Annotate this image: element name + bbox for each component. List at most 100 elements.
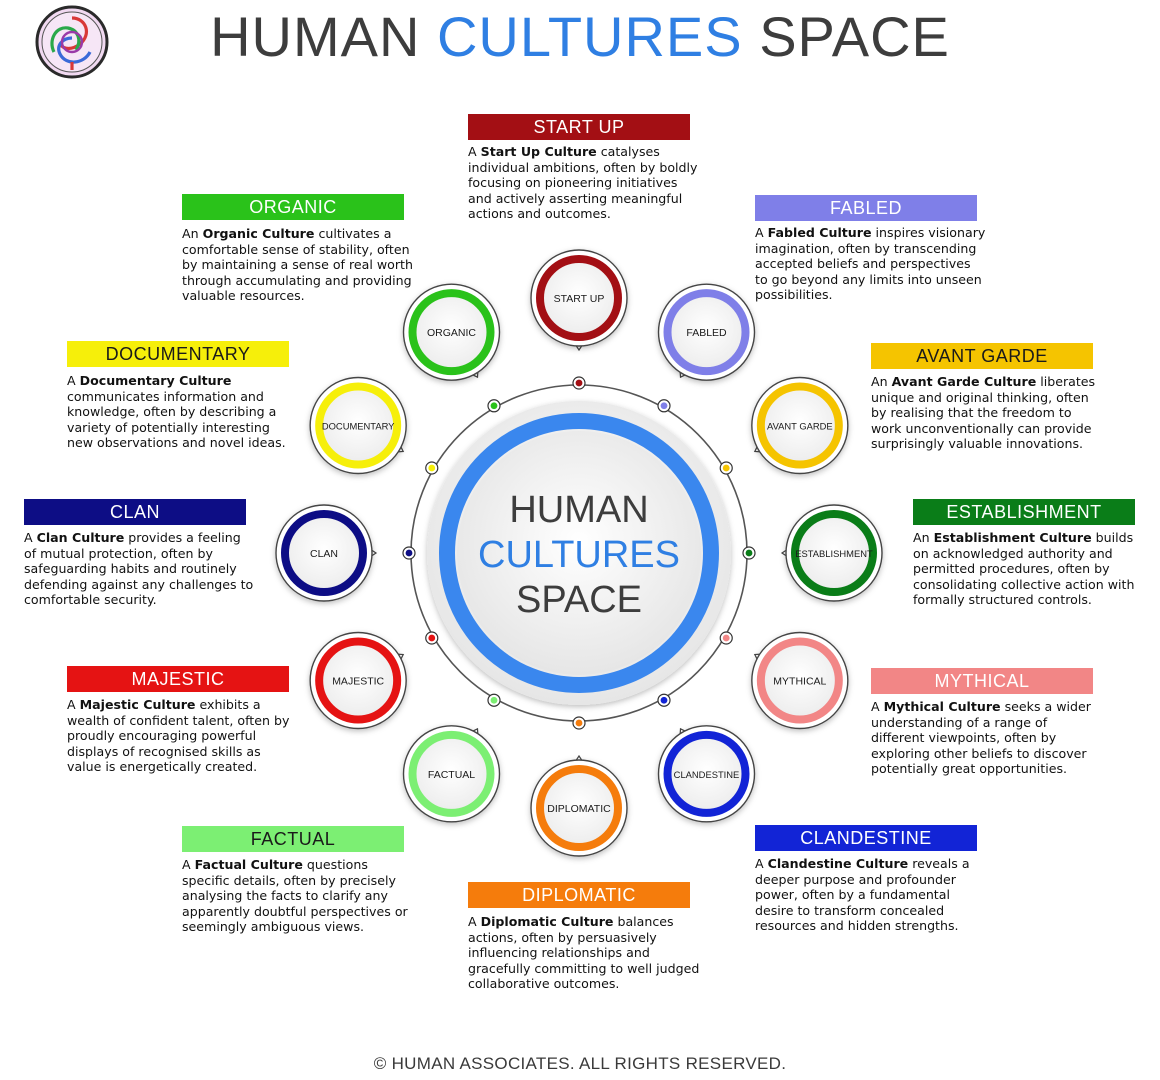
description-prefix: A <box>468 914 481 929</box>
hub-inner-disc <box>457 431 701 675</box>
description-term: Documentary Culture <box>79 373 232 388</box>
header-diplomatic: DIPLOMATIC <box>468 882 690 908</box>
description-prefix: An <box>182 226 203 241</box>
header-clan: CLAN <box>24 499 246 525</box>
description-body: provides a feeling of mutual protection,… <box>24 530 254 608</box>
orbit-dot-majestic-fill <box>428 634 436 642</box>
header-clandestine: CLANDESTINE <box>755 825 977 851</box>
node-mythical-label: MYTHICAL <box>773 676 826 688</box>
description-start-up: A Start Up Culture catalyses individual … <box>468 144 700 222</box>
orbit-dot-diplomatic-fill <box>575 719 583 727</box>
description-avant-garde: An Avant Garde Culture liberates unique … <box>871 374 1103 452</box>
header-mythical: MYTHICAL <box>871 668 1093 694</box>
description-term: Clan Culture <box>36 530 125 545</box>
header-organic: ORGANIC <box>182 194 404 220</box>
description-body: communicates information and knowledge, … <box>67 388 286 451</box>
hub-line-2: CULTURES <box>478 534 680 576</box>
header-fabled: FABLED <box>755 195 977 221</box>
orbit-dot-organic-fill <box>490 402 498 410</box>
description-term: Avant Garde Culture <box>891 374 1037 389</box>
node-factual-label: FACTUAL <box>428 769 475 781</box>
description-term: Diplomatic Culture <box>480 914 614 929</box>
node-start-up-label: START UP <box>554 293 605 305</box>
orbit-dot-clan-fill <box>405 549 413 557</box>
description-body: exhibits a wealth of confident talent, o… <box>67 697 290 775</box>
description-term: Establishment Culture <box>933 530 1092 545</box>
header-majestic: MAJESTIC <box>67 666 289 692</box>
description-body: seeks a wider understanding of a range o… <box>871 699 1091 777</box>
description-body: questions specific details, often by pre… <box>182 857 408 935</box>
node-avant-garde-label: AVANT GARDE <box>767 421 833 432</box>
description-body: liberates unique and original thinking, … <box>871 374 1096 452</box>
description-prefix: A <box>871 699 884 714</box>
node-clandestine-label: CLANDESTINE <box>674 769 740 780</box>
description-body: cultivates a comfortable sense of stabil… <box>182 226 413 304</box>
description-fabled: A Fabled Culture inspires visionary imag… <box>755 225 987 303</box>
node-organic-ring <box>408 289 495 376</box>
node-establishment-ring <box>791 510 877 596</box>
node-clandestine-ring <box>663 730 750 817</box>
orbit-dot-start-up-fill <box>575 379 583 387</box>
hub-line-3: SPACE <box>516 579 642 621</box>
orbit-dot-clandestine-fill <box>660 696 668 704</box>
node-avant-garde-ring <box>756 382 843 469</box>
description-establishment: An Establishment Culture builds on ackno… <box>913 530 1145 608</box>
description-prefix: An <box>871 374 892 389</box>
description-prefix: An <box>913 530 934 545</box>
copyright-footer: © HUMAN ASSOCIATES. ALL RIGHTS RESERVED. <box>373 1054 787 1073</box>
description-body: catalyses individual ambitions, often by… <box>468 144 698 222</box>
description-prefix: A <box>755 856 768 871</box>
node-establishment-label: ESTABLISHMENT <box>795 548 873 559</box>
description-term: Factual Culture <box>194 857 303 872</box>
node-factual-ring <box>408 730 495 817</box>
orbit-dot-avant-garde-fill <box>722 464 730 472</box>
description-term: Mythical Culture <box>883 699 1001 714</box>
node-documentary-ring <box>315 382 402 469</box>
description-organic: An Organic Culture cultivates a comforta… <box>182 226 414 304</box>
hub-line-1: HUMAN <box>509 489 648 531</box>
knot-logo-icon <box>35 5 109 79</box>
page-title: HUMAN CULTURES SPACE <box>0 4 1160 69</box>
orbit-dot-factual-fill <box>490 696 498 704</box>
description-diplomatic: A Diplomatic Culture balances actions, o… <box>468 914 700 992</box>
node-diplomatic-label: DIPLOMATIC <box>547 803 611 815</box>
description-factual: A Factual Culture questions specific det… <box>182 857 414 935</box>
description-majestic: A Majestic Culture exhibits a wealth of … <box>67 697 299 775</box>
header-documentary: DOCUMENTARY <box>67 341 289 367</box>
description-term: Clandestine Culture <box>767 856 909 871</box>
title-part-1: HUMAN <box>210 5 421 68</box>
node-clan-label: CLAN <box>310 548 338 560</box>
description-prefix: A <box>468 144 481 159</box>
header-avant-garde: AVANT GARDE <box>871 343 1093 369</box>
header-establishment: ESTABLISHMENT <box>913 499 1135 525</box>
description-term: Majestic Culture <box>79 697 196 712</box>
header-factual: FACTUAL <box>182 826 404 852</box>
description-mythical: A Mythical Culture seeks a wider underst… <box>871 699 1103 777</box>
description-body: builds on acknowledged authority and per… <box>913 530 1135 608</box>
node-documentary-label: DOCUMENTARY <box>322 421 395 432</box>
title-part-3: SPACE <box>759 5 950 68</box>
description-body: balances actions, often by persuasively … <box>468 914 700 992</box>
title-part-2: CULTURES <box>436 5 743 68</box>
description-prefix: A <box>67 697 80 712</box>
description-term: Fabled Culture <box>767 225 872 240</box>
orbit-dot-documentary-fill <box>428 464 436 472</box>
node-majestic-label: MAJESTIC <box>332 676 384 688</box>
description-prefix: A <box>755 225 768 240</box>
node-fabled-ring <box>663 289 750 376</box>
description-body: inspires visionary imagination, often by… <box>755 225 986 303</box>
orbit-dot-establishment-fill <box>745 549 753 557</box>
node-organic-label: ORGANIC <box>427 327 476 339</box>
node-mythical-ring <box>756 637 843 724</box>
orbit-dot-fabled-fill <box>660 402 668 410</box>
description-term: Start Up Culture <box>480 144 597 159</box>
node-diplomatic-ring <box>536 765 622 851</box>
orbit-dot-mythical-fill <box>722 634 730 642</box>
hub-blue-ring <box>439 413 719 693</box>
description-clan: A Clan Culture provides a feeling of mut… <box>24 530 256 608</box>
description-body: reveals a deeper purpose and profounder … <box>755 856 970 934</box>
node-fabled-label: FABLED <box>686 327 727 339</box>
description-prefix: A <box>67 373 80 388</box>
description-prefix: A <box>182 857 195 872</box>
